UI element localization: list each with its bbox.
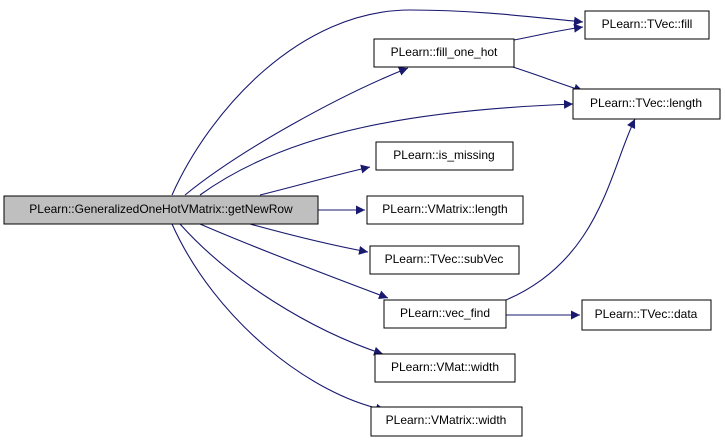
edge-fill-one-hot-tvec-fill	[513, 23, 584, 41]
edge-getnewrow-tvec-length	[199, 99, 574, 196]
edge-getnewrow-vmatrix-width	[171, 223, 386, 413]
node-tvec-length-label: PLearn::TVec::length	[590, 96, 702, 110]
node-is-missing[interactable]: PLearn::is_missing	[375, 141, 514, 171]
node-vec-find-label: PLearn::vec_find	[400, 306, 490, 320]
node-tvec-subvec-label: PLearn::TVec::subVec	[385, 252, 504, 266]
node-tvec-fill[interactable]: PLearn::TVec::fill	[584, 10, 710, 40]
edge-getnewrow-is-missing	[259, 164, 371, 196]
edge-getnewrow-tvec-fill	[171, 9, 584, 196]
node-fill-one-hot-label: PLearn::fill_one_hot	[391, 45, 498, 59]
node-vmatrix-length-label: PLearn::VMatrix::length	[382, 202, 507, 216]
node-vmatrix-width[interactable]: PLearn::VMatrix::width	[370, 406, 523, 437]
node-is-missing-label: PLearn::is_missing	[393, 148, 494, 162]
node-vmatrix-width-label: PLearn::VMatrix::width	[386, 413, 507, 427]
edge-getnewrow-vmat-width	[179, 223, 384, 356]
node-vec-find[interactable]: PLearn::vec_find	[383, 299, 507, 329]
edge-getnewrow-vec-find	[199, 223, 389, 300]
node-tvec-data-label: PLearn::TVec::data	[595, 307, 698, 321]
node-tvec-length[interactable]: PLearn::TVec::length	[572, 88, 721, 120]
node-vmat-width[interactable]: PLearn::VMat::width	[374, 353, 516, 383]
node-vmat-width-label: PLearn::VMat::width	[391, 360, 499, 374]
node-getnewrow[interactable]: PLearn::GeneralizedOneHotVMatrix::getNew…	[3, 195, 319, 225]
edge-getnewrow-tvec-subvec	[249, 223, 369, 255]
node-vmatrix-length[interactable]: PLearn::VMatrix::length	[366, 195, 524, 225]
node-tvec-subvec[interactable]: PLearn::TVec::subVec	[369, 245, 520, 275]
node-getnewrow-label: PLearn::GeneralizedOneHotVMatrix::getNew…	[29, 202, 293, 216]
edge-getnewrow-fill-one-hot	[184, 67, 409, 196]
node-fill-one-hot[interactable]: PLearn::fill_one_hot	[373, 38, 515, 68]
edge-vec-find-tvec-length	[505, 118, 636, 301]
node-tvec-fill-label: PLearn::TVec::fill	[602, 17, 693, 31]
node-tvec-data[interactable]: PLearn::TVec::data	[581, 299, 712, 331]
